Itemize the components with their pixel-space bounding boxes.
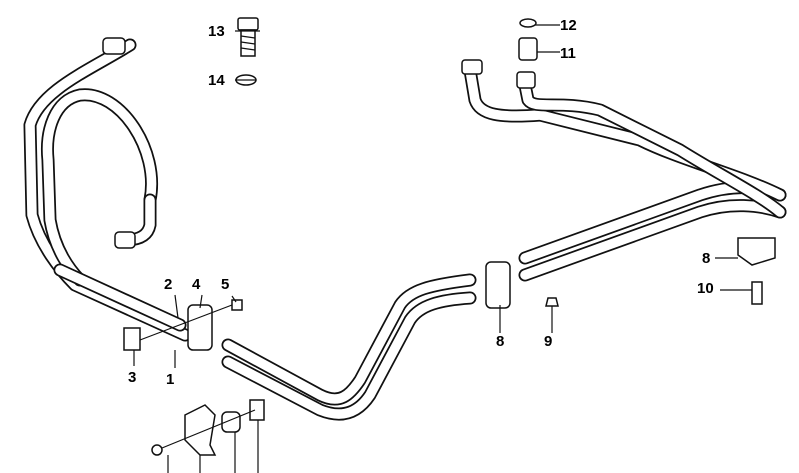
part-12-washer [519,18,537,28]
part-label-14: 14 [208,72,225,89]
part-8-bracket [737,237,776,266]
part-label-5: 5 [221,276,230,293]
hose-fitting [114,231,136,249]
union-fitting [516,71,536,89]
part-label-10: 10 [697,280,714,297]
part-label-4: 4 [192,276,201,293]
part-3-nut-clip [123,327,141,351]
tube-line-1 [23,38,192,342]
part-label-2: 2 [164,276,173,293]
part-13-bolt [237,17,259,57]
part-label-8-right: 8 [702,250,711,267]
leader-lines [133,24,752,368]
part-10-bolt [751,281,763,305]
part-9-nut [545,297,559,307]
leader [139,304,233,341]
part-8-clamp [485,261,511,309]
lower-bracket-assembly [151,399,265,473]
hose-fitting [102,37,126,55]
part-5-screw [231,299,243,311]
part-label-13: 13 [208,23,225,40]
part-label-12: 12 [560,17,577,34]
part-label-11: 11 [560,45,576,62]
part-label-1: 1 [166,371,175,388]
hose-fitting [461,59,483,75]
part-label-3: 3 [128,369,137,386]
part-11-union [518,37,538,61]
tube-line-2 [221,63,787,421]
part-label-9: 9 [544,333,553,350]
part-4-clamp [187,304,213,351]
part-label-8: 8 [496,333,505,350]
